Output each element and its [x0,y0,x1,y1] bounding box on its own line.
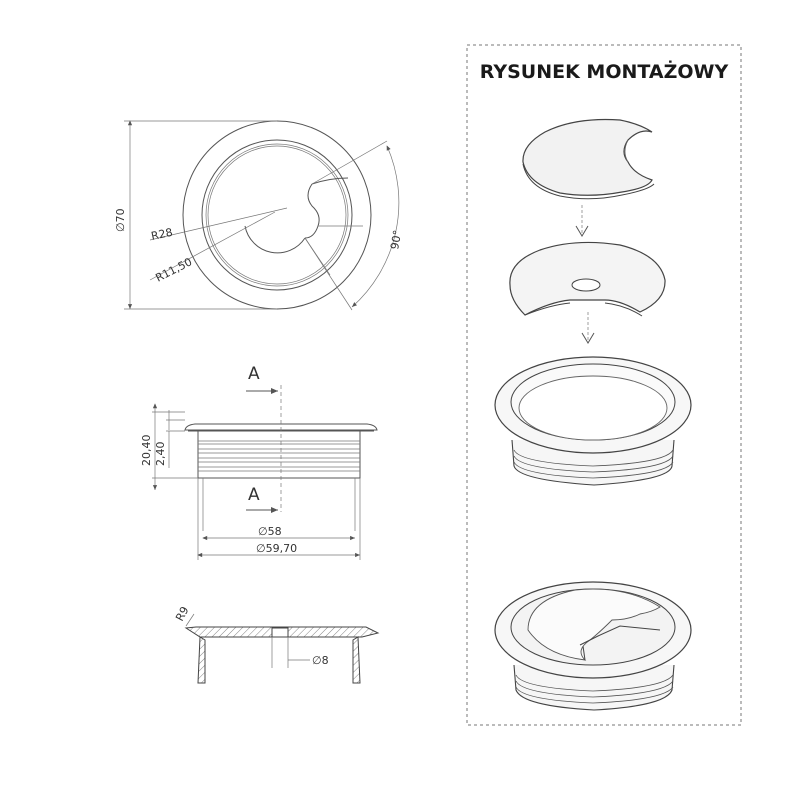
radius-11-50-label: R11,50 [153,255,194,284]
top-view [124,120,400,311]
fillet-r9-label: R9 [173,604,191,623]
assembly-lid [522,118,655,200]
angle-90-label: 90° [388,229,404,250]
assembly-panel [466,44,742,726]
assembly-complete-grommet [494,581,692,711]
diameter-70-label: ∅70 [114,208,127,232]
diameter-59-70-label: ∅59,70 [256,542,297,555]
section-a-bottom-label: A [248,485,260,505]
section-a-top-label: A [248,364,260,384]
height-20-40-label: 20,40 [140,435,153,467]
diameter-58-label: ∅58 [258,525,282,538]
assembly-grommet-ring [494,356,692,486]
assembly-title: RYSUNEK MONTAŻOWY [480,59,729,83]
assembly-disk [509,241,666,317]
side-view [152,385,378,560]
hole-diameter-8-label: ∅8 [312,654,329,667]
radius-28-label: R28 [150,226,174,243]
section-view [184,613,380,684]
height-2-40-label: 2,40 [154,442,167,467]
